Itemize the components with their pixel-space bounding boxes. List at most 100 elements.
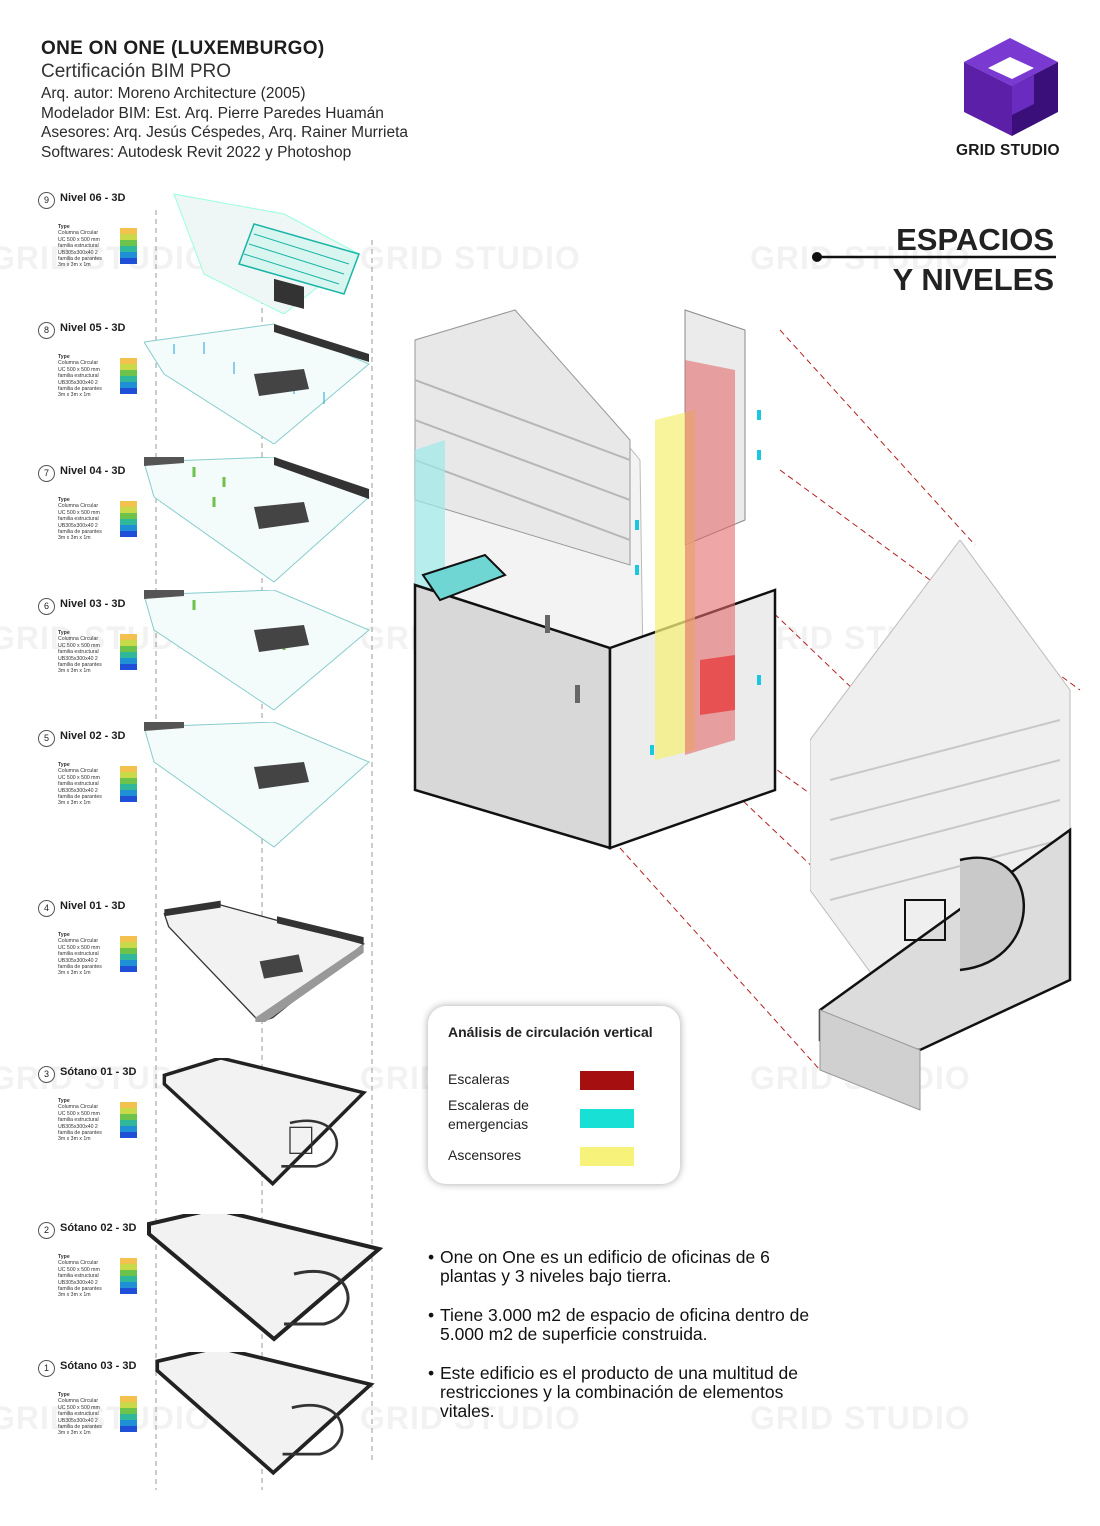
level-name: Sótano 01 - 3D [60, 1066, 137, 1078]
modeler-line: Modelador BIM: Est. Arq. Pierre Paredes … [41, 104, 384, 122]
legend-color-swatch [120, 531, 137, 537]
legend-color-swatch [120, 772, 137, 778]
legend-color-swatch [120, 358, 137, 364]
grid-studio-logo: GRID STUDIO [950, 32, 1070, 162]
legend-color-swatch [120, 766, 137, 772]
legend-color-swatch [120, 1102, 137, 1108]
legend-color-swatch [120, 382, 137, 388]
level-swatches [120, 1396, 137, 1432]
brand-name: GRID STUDIO [956, 142, 1060, 159]
legend-color-swatch [120, 1282, 137, 1288]
architect-line: Arq. autor: Moreno Architecture (2005) [41, 85, 306, 102]
legend-color-swatch [120, 1120, 137, 1126]
legend-color-swatch [120, 778, 137, 784]
plan-nivel-01 [163, 900, 366, 1022]
legend-label-emergency-stairs: Escaleras de emergencias [448, 1097, 529, 1132]
legend-color-swatch [120, 1408, 137, 1414]
plan-sotano-02 [147, 1214, 384, 1342]
watermark: GRID STUDIO [360, 240, 581, 276]
legend-color-swatch [120, 652, 137, 658]
legend-color-swatch [120, 1114, 137, 1120]
level-name: Sótano 03 - 3D [60, 1360, 137, 1372]
exploded-structure-drawing [810, 540, 1072, 1111]
legend-color-swatch [120, 252, 137, 258]
legend-color-swatch [120, 1264, 137, 1270]
legend-label-stairs: Escaleras [448, 1071, 510, 1087]
level-swatches [120, 634, 137, 670]
legend-color-swatch [120, 1258, 137, 1264]
axonometric-section-drawing [413, 309, 777, 850]
legend-color-swatch [120, 954, 137, 960]
level-number: 7 [38, 465, 55, 482]
legend-color-swatch [120, 966, 137, 972]
section-title: ESPACIOS Y NIVELES [893, 220, 1054, 300]
level-number: 8 [38, 322, 55, 339]
level-number: 9 [38, 192, 55, 209]
legend-color-swatch [120, 664, 137, 670]
legend-color-swatch [120, 258, 137, 264]
plan-sotano-01 [162, 1058, 368, 1187]
legend-swatch-elevators [580, 1147, 634, 1166]
legend-color-swatch [120, 784, 137, 790]
note-item: Tiene 3.000 m2 de espacio de oficina den… [428, 1306, 828, 1344]
legend-color-swatch [120, 240, 137, 246]
section-title-line2: Y NIVELES [892, 262, 1054, 297]
level-swatches [120, 936, 137, 972]
legend-color-swatch [120, 1414, 137, 1420]
level-number: 3 [38, 1066, 55, 1083]
legend-color-swatch [120, 525, 137, 531]
plan-nivel-04 [144, 457, 370, 583]
legend-color-swatch [120, 513, 137, 519]
legend-color-swatch [120, 658, 137, 664]
plan-nivel-05 [144, 323, 370, 444]
legend-color-swatch [120, 1126, 137, 1132]
certification-label: Certificación BIM PRO [41, 61, 232, 82]
level-swatches [120, 358, 137, 394]
legend-color-swatch [120, 1132, 137, 1138]
legend-color-swatch [120, 1402, 137, 1408]
note-item: Este edificio es el producto de una mult… [428, 1364, 828, 1421]
level-number: 6 [38, 598, 55, 615]
watermark: GRID STUDIO [0, 1400, 211, 1436]
title-divider [812, 252, 1056, 262]
legend-label-elevators: Ascensores [448, 1147, 522, 1163]
legend-color-swatch [120, 1276, 137, 1282]
level-name: Nivel 02 - 3D [60, 730, 126, 742]
legend-color-swatch [120, 948, 137, 954]
legend-color-swatch [120, 519, 137, 525]
level-number: 2 [38, 1222, 55, 1239]
plan-nivel-02 [144, 722, 370, 848]
legend-color-swatch [120, 960, 137, 966]
description-notes: One on One es un edificio de oficinas de… [428, 1248, 828, 1441]
level-swatches [120, 501, 137, 537]
legend-color-swatch [120, 1108, 137, 1114]
level-number: 5 [38, 730, 55, 747]
note-item: One on One es un edificio de oficinas de… [428, 1248, 828, 1286]
software-line: Softwares: Autodesk Revit 2022 y Photosh… [41, 143, 352, 161]
plan-nivel-06 [173, 193, 360, 314]
level-number: 4 [38, 900, 55, 917]
level-swatches [120, 1102, 137, 1138]
legend-color-swatch [120, 1270, 137, 1276]
legend-color-swatch [120, 376, 137, 382]
legend-color-swatch [120, 790, 137, 796]
legend-color-swatch [120, 364, 137, 370]
legend-color-swatch [120, 1288, 137, 1294]
level-name: Nivel 06 - 3D [60, 192, 126, 204]
header-block: ONE ON ONE (LUXEMBURGO) Certificación BI… [41, 38, 561, 162]
plan-sotano-03 [155, 1352, 375, 1476]
plan-nivel-03 [144, 590, 370, 711]
